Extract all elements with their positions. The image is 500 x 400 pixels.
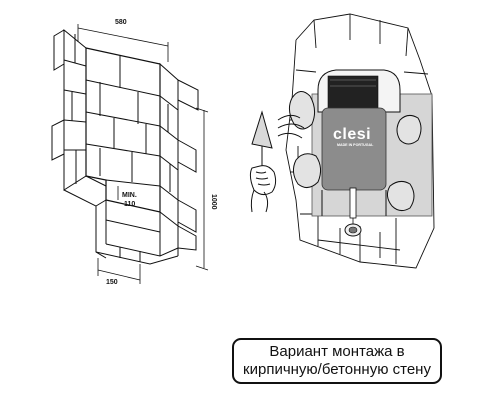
trowel-blade bbox=[251, 110, 273, 149]
mortar-blobs bbox=[288, 91, 422, 212]
dim-height-label: 1000 bbox=[210, 194, 217, 210]
niche-side-wall bbox=[159, 62, 179, 228]
dim-width-label: 580 bbox=[115, 19, 127, 26]
caption-line-1: Вариант монтажа в bbox=[269, 343, 405, 360]
niche-back-panel bbox=[85, 47, 161, 213]
hand-icon bbox=[249, 165, 277, 196]
outlet-pipe bbox=[349, 187, 357, 219]
trowel-hand bbox=[249, 110, 305, 213]
left-dimension-lines bbox=[77, 24, 209, 284]
caption-box: Вариант монтажа в кирпичную/бетонную сте… bbox=[232, 338, 442, 384]
brand-sub: MADE IN PORTUGAL bbox=[337, 143, 374, 147]
left-wall-niche-drawing bbox=[51, 28, 199, 265]
caption-line-2: кирпичную/бетонную стену bbox=[243, 361, 431, 378]
mortar-blob-bottom-left bbox=[292, 153, 322, 188]
mortar-blob-top-right bbox=[396, 114, 422, 145]
mortar-blob-bottom-right bbox=[386, 180, 415, 212]
brand-logo: clesi bbox=[333, 126, 371, 143]
tank-inner bbox=[327, 75, 379, 111]
dim-depth-label: 150 bbox=[106, 279, 118, 286]
dim-min-label: MIN. bbox=[122, 192, 137, 199]
mortar-blob-top-left bbox=[288, 91, 316, 130]
dim-min-value: 110 bbox=[124, 201, 135, 208]
cistern-body bbox=[321, 107, 387, 191]
right-installation-drawing: clesi MADE IN PORTUGAL bbox=[249, 13, 435, 269]
